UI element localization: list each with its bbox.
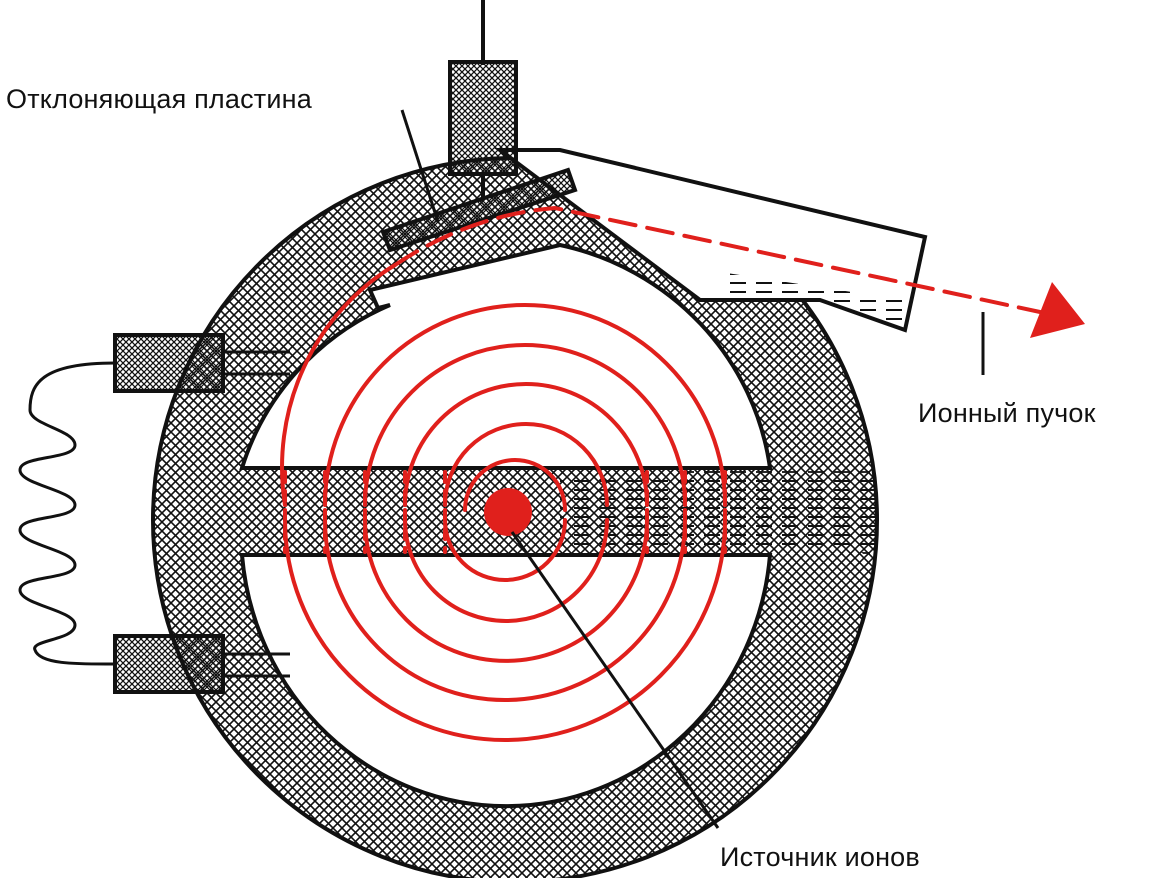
top-terminal-block: [448, 60, 518, 176]
oscillator-coil: [18, 361, 116, 666]
gap-shading: [560, 480, 880, 545]
deflector-leader: [400, 109, 440, 223]
beam-arrowhead: [1030, 282, 1085, 338]
gap-crossings: [283, 470, 727, 554]
lower-left-terminal: [113, 634, 225, 694]
orbit-upper-6: [280, 263, 397, 507]
orbit-lower-4: [323, 518, 687, 702]
orbit-lower-3: [363, 518, 649, 663]
ion-source-dot: [484, 488, 532, 536]
source-leader: [510, 531, 720, 829]
orbit-lower-1: [443, 518, 567, 582]
orbit-lower-2: [403, 518, 609, 623]
orbit-upper-1: [463, 458, 567, 512]
orbit-upper-2: [443, 422, 609, 507]
deflector-plate-label: Отклоняющая пластина: [6, 84, 312, 114]
upper-dee: [239, 242, 773, 470]
deflector-plate: [380, 167, 578, 253]
ion-spiral: [280, 205, 1042, 742]
orbit-upper-5: [323, 303, 727, 507]
extracted-beam: [393, 205, 1042, 314]
ion-source-label: Источник ионов: [720, 842, 920, 872]
orbit-upper-3: [403, 382, 649, 507]
upper-left-terminal: [113, 333, 225, 393]
ion-beam-label: Ионный пучок: [918, 398, 1096, 428]
exit-channel-shading: [720, 272, 905, 330]
orbit-lower-5: [283, 518, 727, 742]
orbit-upper-4: [363, 343, 687, 507]
